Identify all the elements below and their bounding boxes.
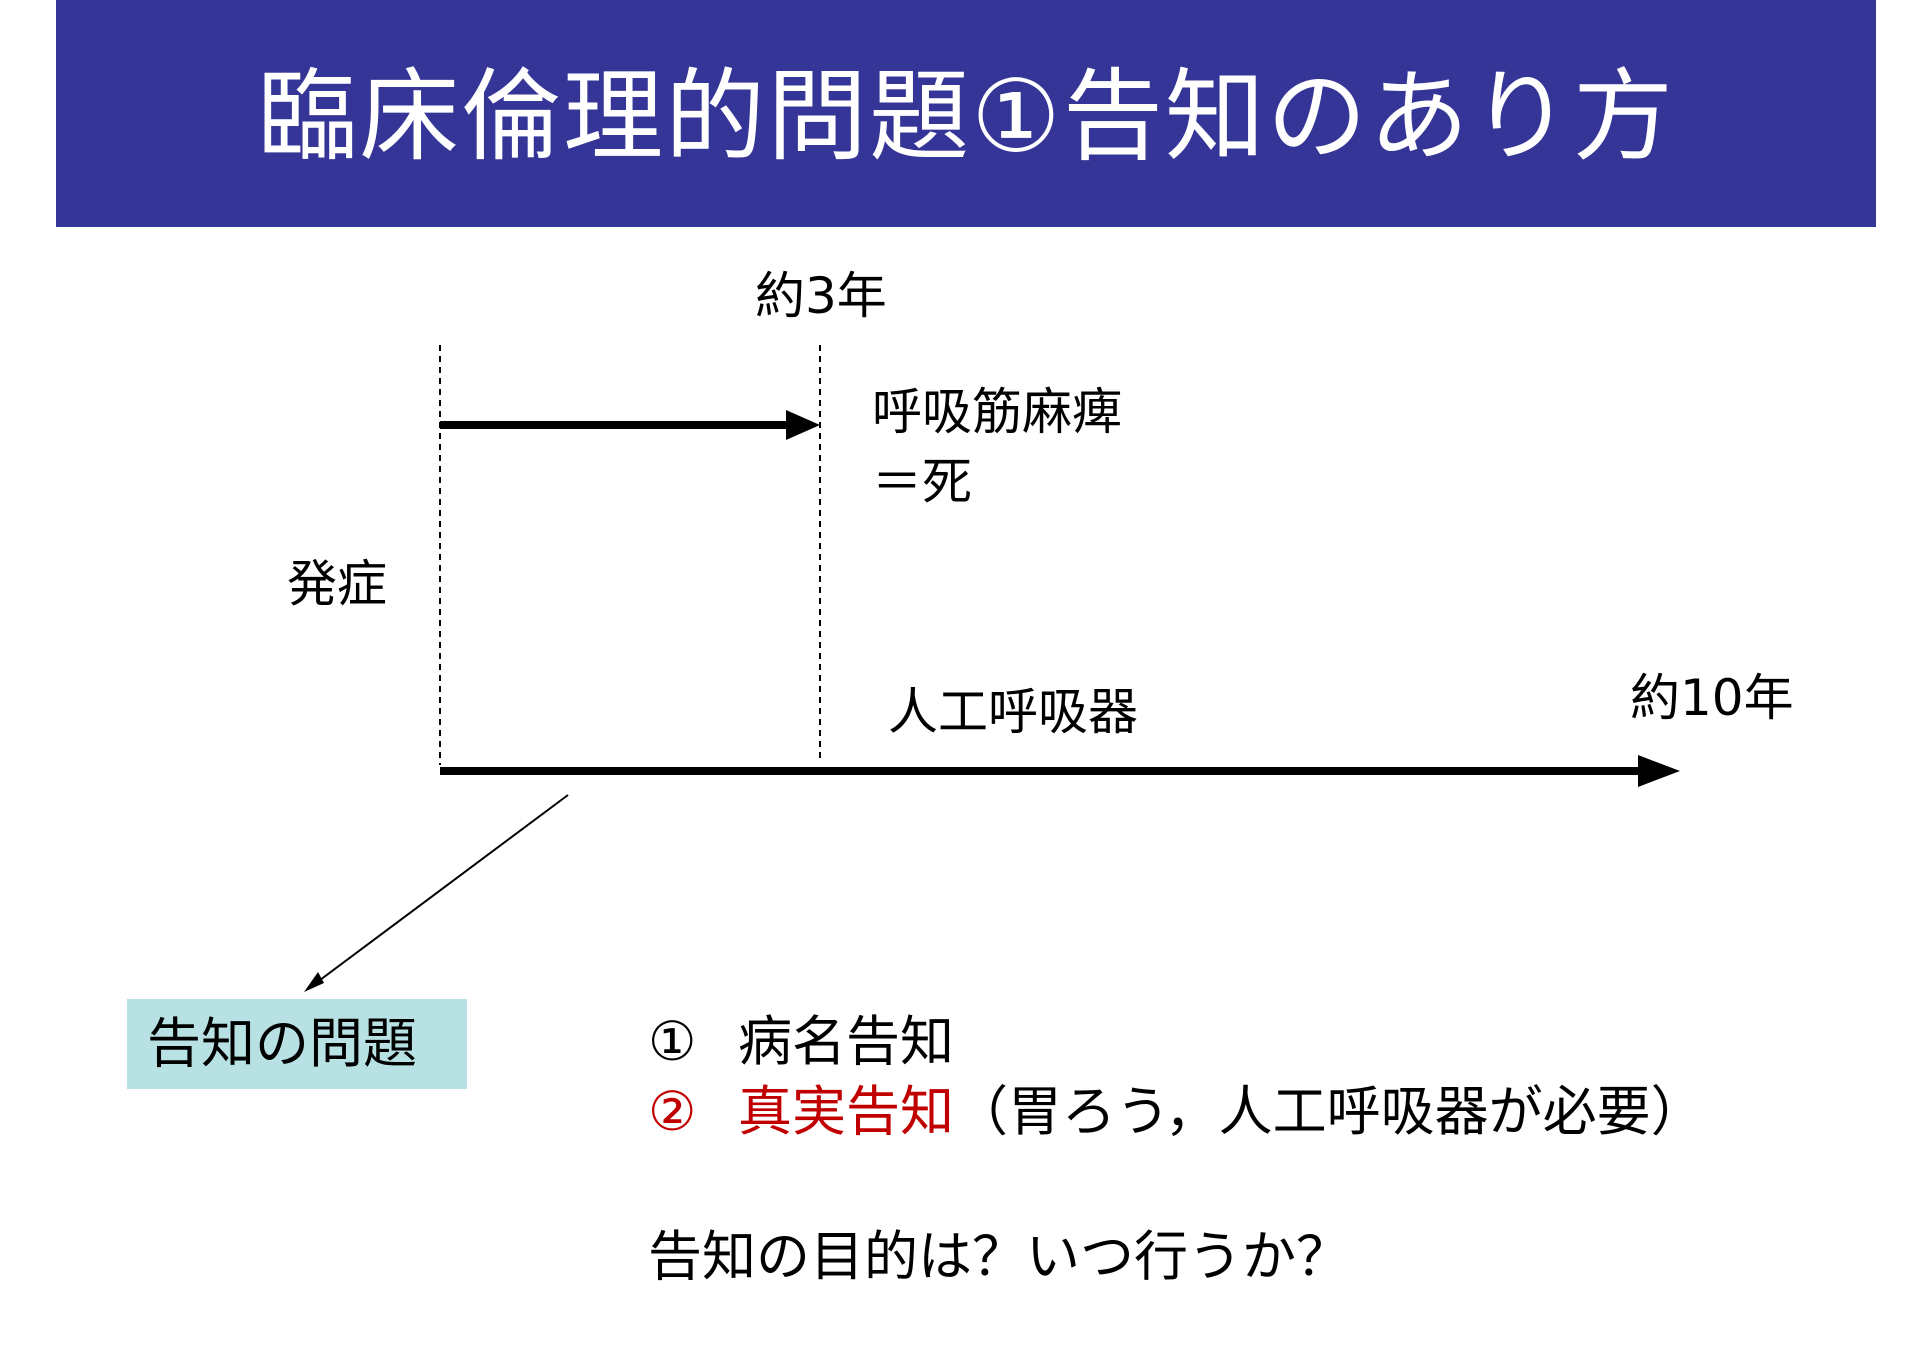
- respiratory-paralysis-label: 呼吸筋麻痺: [872, 383, 1122, 441]
- title-bar: 臨床倫理的問題①告知のあり方: [56, 0, 1876, 227]
- list-text: 真実告知: [738, 1080, 954, 1143]
- duration-short-label: 約3年: [755, 267, 887, 325]
- short-arrow-head: [786, 410, 820, 440]
- slide-title: 臨床倫理的問題①告知のあり方: [257, 58, 1675, 175]
- list-number: ②: [648, 1080, 697, 1143]
- list-number: ①: [648, 1010, 697, 1073]
- list-text: 病名告知: [738, 1010, 954, 1073]
- callout-text: 告知の問題: [147, 1012, 417, 1075]
- callout-pointer-head: [304, 972, 324, 992]
- closing-question: 告知の目的は？いつ行うか？: [648, 1225, 1350, 1288]
- long-arrow-head: [1638, 755, 1680, 787]
- list-item: ② 真実告知（胃ろう，人工呼吸器が必要）: [648, 1077, 1705, 1147]
- onset-label: 発症: [287, 555, 387, 613]
- callout-pointer-line: [315, 794, 569, 984]
- issue-list: ① 病名告知 ② 真実告知（胃ろう，人工呼吸器が必要）: [648, 1007, 1705, 1147]
- callout-box: 告知の問題: [127, 999, 467, 1089]
- list-item: ① 病名告知: [648, 1007, 1705, 1077]
- death-label: ＝死: [872, 453, 972, 511]
- duration-long-label: 約10年: [1630, 669, 1794, 727]
- ventilator-label: 人工呼吸器: [888, 683, 1138, 741]
- list-note: （胃ろう，人工呼吸器が必要）: [954, 1080, 1705, 1143]
